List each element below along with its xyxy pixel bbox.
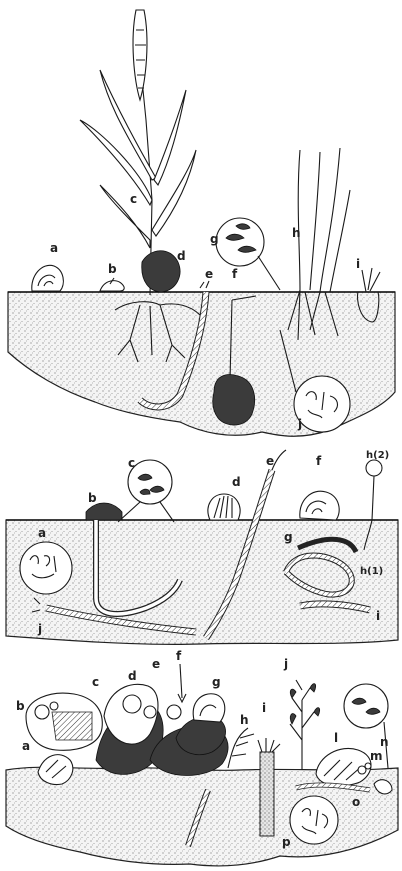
label-2-h2: h(2) — [366, 450, 389, 461]
panel-3-rocky-shore: a b c d e f g h i j l m n o p — [6, 649, 398, 866]
label-3-h: h — [240, 713, 249, 727]
snail-2-f — [300, 491, 339, 520]
label-2-e: e — [266, 454, 274, 468]
label-3-e: e — [152, 657, 160, 671]
label-3-l: l — [334, 731, 338, 745]
label-1-i: i — [356, 257, 360, 271]
label-3-m: m — [370, 749, 383, 763]
label-3-c: c — [92, 675, 99, 689]
snail-3-g — [193, 694, 225, 722]
label-1-b: b — [108, 262, 117, 276]
label-2-f: f — [316, 454, 322, 468]
label-2-b: b — [88, 491, 97, 505]
label-2-g: g — [284, 530, 293, 544]
label-1-h: h — [292, 226, 301, 240]
shell-3-a — [38, 755, 73, 785]
label-3-g: g — [212, 675, 221, 689]
snail-b — [100, 278, 124, 291]
panel-2-mudflat: a b c d e f g h(2) h(1) i j — [6, 450, 398, 644]
label-3-i: i — [262, 701, 266, 715]
label-1-f: f — [232, 267, 238, 281]
label-1-j: j — [297, 417, 302, 431]
label-3-f: f — [176, 649, 182, 663]
label-2-h1: h(1) — [360, 566, 383, 577]
snail-a — [32, 265, 64, 291]
label-3-b: b — [16, 699, 25, 713]
inset-2-c — [118, 460, 174, 522]
seaweed-3-j — [290, 680, 320, 770]
label-2-i: i — [376, 609, 380, 623]
label-2-j: j — [37, 622, 42, 636]
label-1-e: e — [205, 267, 213, 281]
label-1-d: d — [177, 249, 186, 263]
label-3-d: d — [128, 669, 137, 683]
label-1-c: c — [130, 192, 137, 206]
label-1-g: g — [210, 232, 219, 246]
label-3-a: a — [22, 739, 30, 753]
label-3-o: o — [352, 795, 360, 809]
inset-2-a — [20, 542, 72, 594]
inset-3-p — [290, 796, 338, 844]
shell-2-d — [208, 494, 240, 520]
inset-g — [216, 218, 280, 290]
label-2-c: c — [128, 456, 135, 470]
label-3-p: p — [282, 835, 291, 849]
label-1-a: a — [50, 241, 58, 255]
label-2-a: a — [38, 526, 46, 540]
label-3-j: j — [283, 657, 288, 671]
label-3-n: n — [380, 735, 389, 749]
label-2-d: d — [232, 475, 241, 489]
panel-1-saltmarsh: a b c d e f g h i j — [8, 10, 395, 436]
bivalve-3-c — [26, 693, 102, 750]
